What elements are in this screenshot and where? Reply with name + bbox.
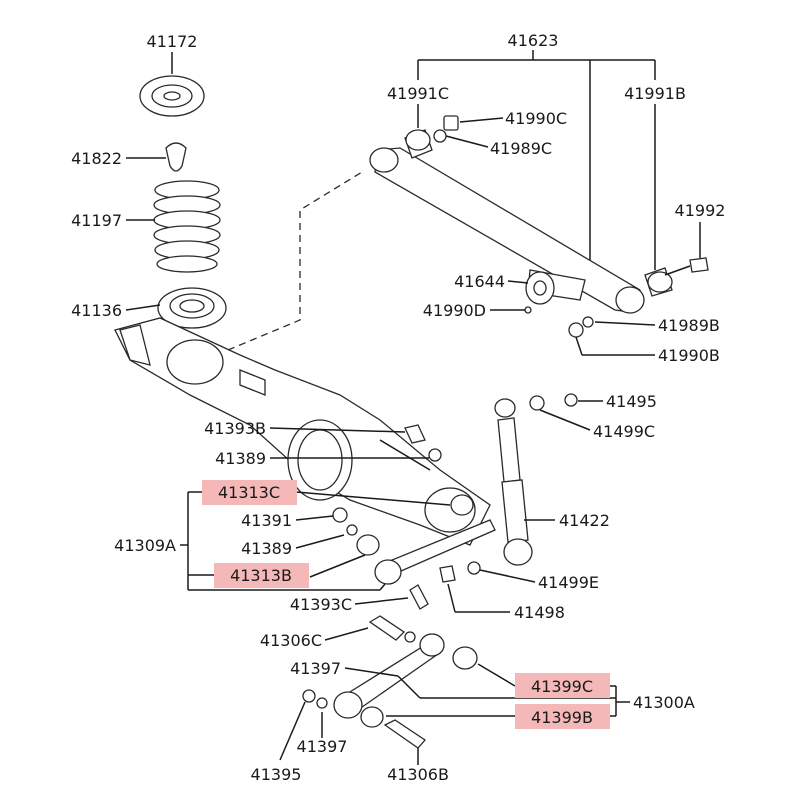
axle-to-arm-dashed-line (227, 171, 363, 351)
label-41306b: 41306B (387, 765, 449, 784)
label-41399c: 41399C (531, 677, 593, 696)
label-41495: 41495 (606, 392, 657, 411)
label-41498: 41498 (514, 603, 565, 622)
label-41391: 41391 (241, 511, 292, 530)
label-41623: 41623 (508, 31, 559, 50)
bracket-drawing (525, 271, 555, 305)
label-41309a: 41309A (114, 536, 176, 555)
label-41300a: 41300A (633, 693, 695, 712)
lower-spring-seat-drawing (157, 287, 227, 329)
spring-seat-drawing (139, 75, 205, 117)
label-41991b: 41991B (624, 84, 686, 103)
leader-lines (125, 50, 701, 765)
label-41306c: 41306C (260, 631, 322, 650)
label-41499e: 41499E (538, 573, 599, 592)
label-41991c: 41991C (387, 84, 449, 103)
highlight-41399b (515, 704, 610, 729)
highlight-boxes (202, 480, 610, 729)
highlight-41313c (202, 480, 297, 505)
axle-housing-drawing (114, 317, 491, 546)
lateral-rod-a-drawing (356, 494, 496, 585)
highlight-41399c (515, 673, 610, 698)
shock-absorber-drawing (494, 398, 533, 566)
coil-spring-drawing (153, 180, 221, 273)
label-41990c: 41990C (505, 109, 567, 128)
label-41992: 41992 (675, 201, 726, 220)
label-41313b: 41313B (230, 566, 292, 585)
label-41389-upper: 41389 (215, 449, 266, 468)
label-41393c: 41393C (290, 595, 352, 614)
label-41389-lower: 41389 (241, 539, 292, 558)
label-41397-lower: 41397 (297, 737, 348, 756)
label-41989b: 41989B (658, 316, 720, 335)
label-41313c: 41313C (218, 483, 280, 502)
label-41990b: 41990B (658, 346, 720, 365)
label-41397-upper: 41397 (290, 659, 341, 678)
label-41197: 41197 (71, 211, 122, 230)
lower-arm-drawing (333, 633, 478, 728)
label-41422: 41422 (559, 511, 610, 530)
bump-stop-drawing (165, 142, 187, 172)
label-41644: 41644 (454, 272, 505, 291)
label-41822: 41822 (71, 149, 122, 168)
label-41172: 41172 (147, 32, 198, 51)
label-41395: 41395 (251, 765, 302, 784)
label-41990d: 41990D (423, 301, 486, 320)
label-41499c: 41499C (593, 422, 655, 441)
part-number-labels: 41172 41822 41197 41136 41623 41991C 419… (71, 31, 725, 784)
highlight-41313b (214, 563, 309, 588)
label-41393b: 41393B (204, 419, 266, 438)
label-41399b: 41399B (531, 708, 593, 727)
label-41136: 41136 (71, 301, 122, 320)
label-41989c: 41989C (490, 139, 552, 158)
